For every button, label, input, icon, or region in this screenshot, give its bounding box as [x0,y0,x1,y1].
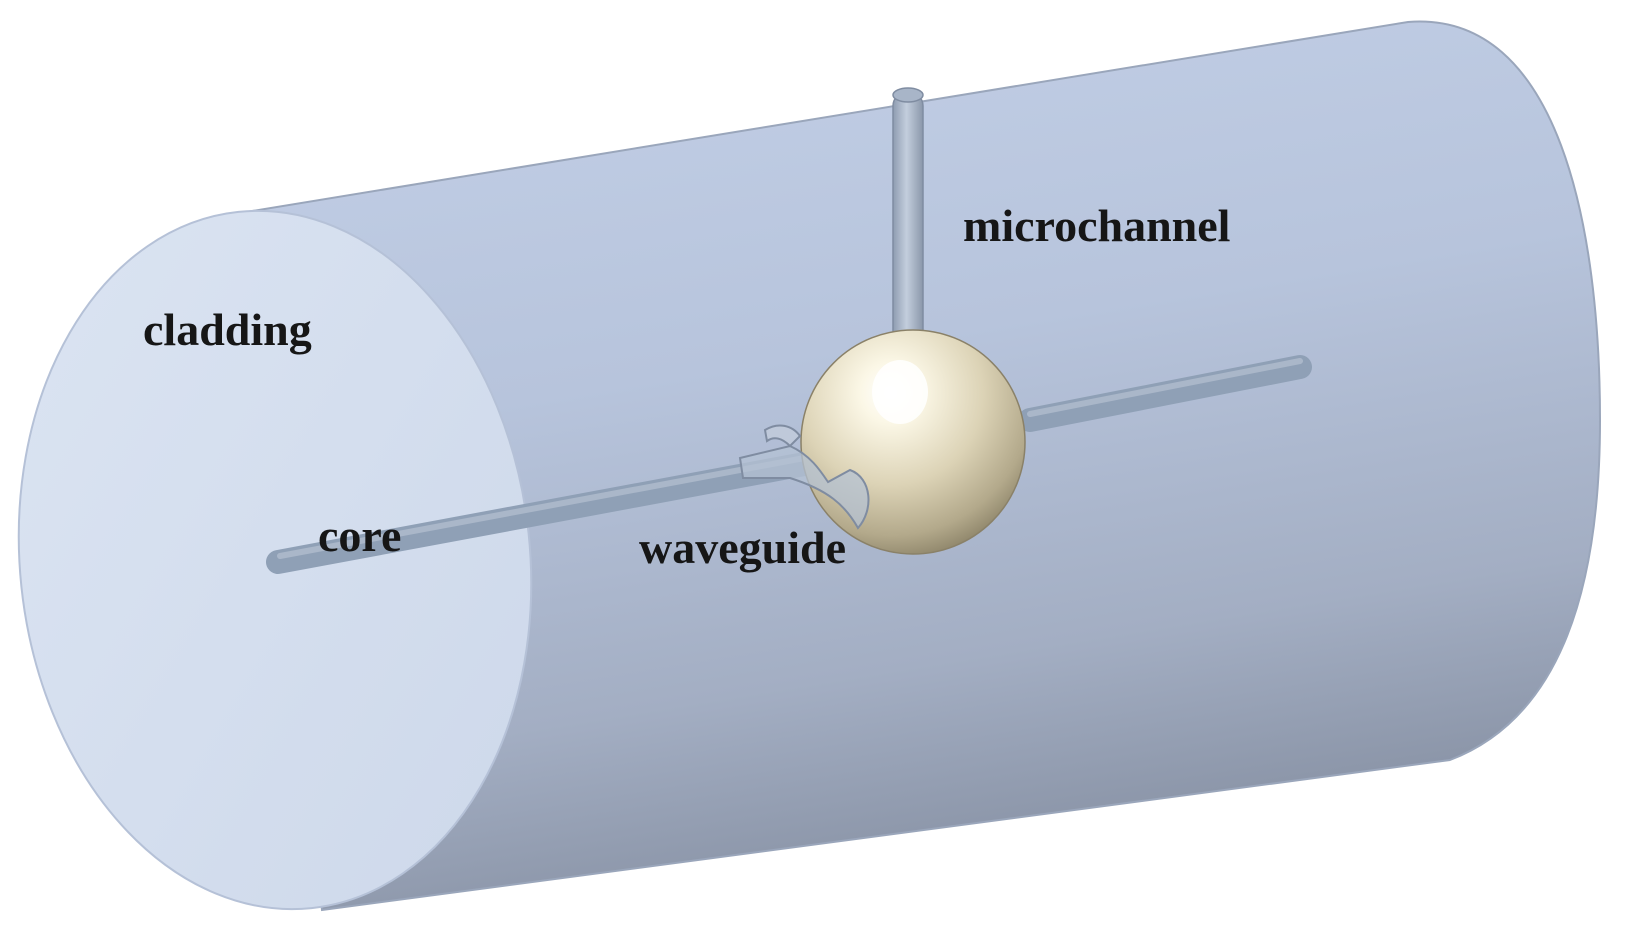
core-fiber-back [1018,355,1312,432]
sphere-microresonator [800,329,1026,555]
sphere-highlight [872,360,928,424]
waveguide-tab [763,424,802,448]
waveguide-label: waveguide [639,522,846,573]
core-label: core [318,510,401,561]
microchannel-label: microchannel [963,200,1230,251]
core-fiber-front-highlight [277,453,818,559]
core-fiber-front [266,450,827,574]
waveguide-shell [738,444,870,530]
cladding-label: cladding [143,304,312,355]
microchannel-tube [892,91,924,346]
microchannel-top-opening [892,87,924,103]
core-fiber-back-highlight [1027,358,1303,417]
